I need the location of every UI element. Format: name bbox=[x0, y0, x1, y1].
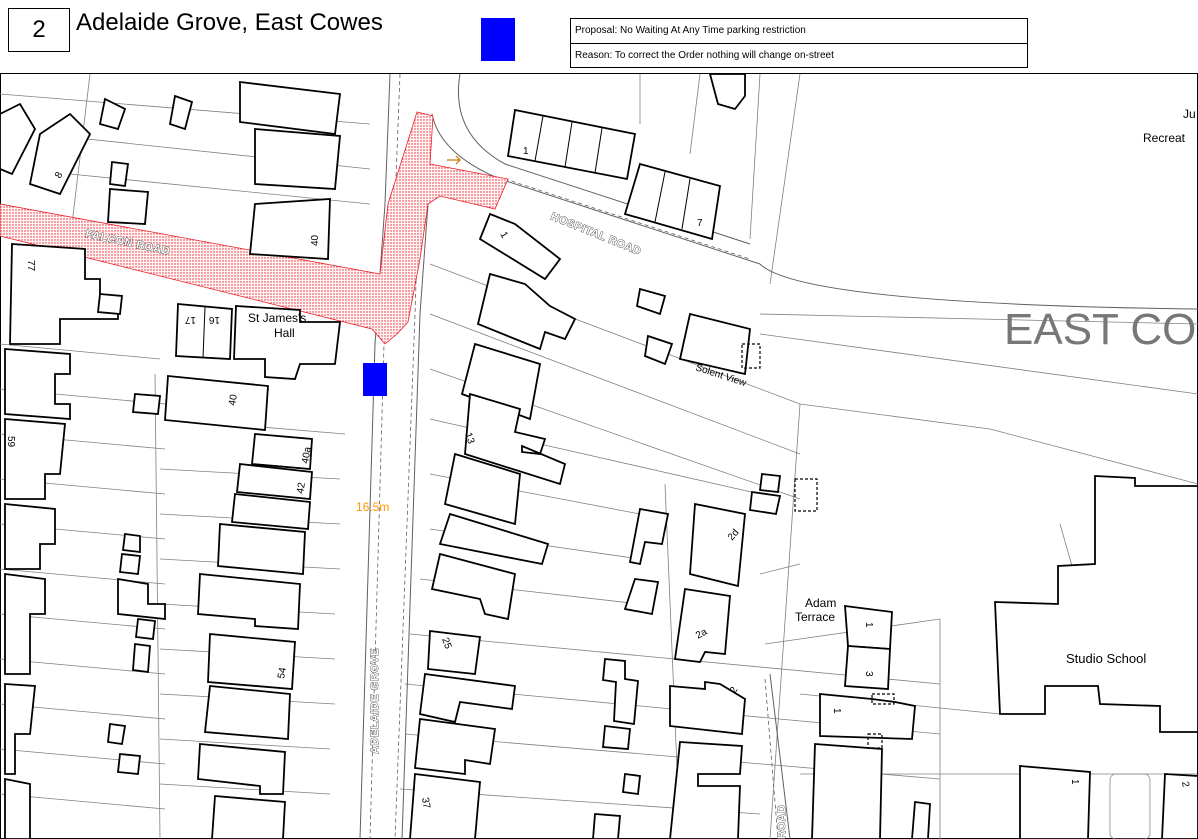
house-number: 1 bbox=[831, 708, 842, 714]
st-james-hall-label: St James's bbox=[248, 311, 306, 325]
dashed-edges bbox=[369, 74, 779, 839]
proposal-text: Proposal: No Waiting At Any Time parking… bbox=[575, 25, 806, 36]
house-number: 3 bbox=[863, 671, 874, 677]
house-number: 59 bbox=[5, 436, 16, 448]
header-bar: 2 Adelaide Grove, East Cowes Proposal: N… bbox=[0, 0, 1198, 74]
hospital-road-label: HOSPITAL ROAD bbox=[549, 211, 643, 258]
direction-arrow-icon bbox=[447, 155, 461, 165]
house-number: 40 bbox=[227, 393, 240, 406]
legend-swatch bbox=[481, 18, 515, 61]
dashed-structures bbox=[741, 343, 895, 749]
sports-court bbox=[1109, 773, 1151, 839]
info-box: Proposal: No Waiting At Any Time parking… bbox=[570, 18, 1028, 68]
reason-text: Reason: To correct the Order nothing wil… bbox=[571, 43, 1027, 67]
house-number: 54 bbox=[276, 666, 289, 679]
plot-boundaries bbox=[0, 74, 1198, 839]
adelaide-grove-label: ADELAIDE GROVE bbox=[369, 648, 381, 754]
map-number-box: 2 bbox=[8, 8, 70, 52]
road-partial-label: ROAD bbox=[776, 805, 788, 839]
map-view[interactable]: FALCON ROAD HOSPITAL ROAD ADELAIDE GROVE… bbox=[0, 74, 1198, 839]
restriction-box[interactable] bbox=[363, 363, 387, 396]
buildings bbox=[0, 74, 1198, 839]
house-number: 1 bbox=[1069, 779, 1080, 785]
house-number: 7 bbox=[697, 218, 703, 229]
adam-terrace-label: Adam bbox=[805, 596, 836, 610]
map-number: 2 bbox=[32, 16, 46, 43]
house-number: 16 bbox=[208, 314, 220, 325]
studio-school-label: Studio School bbox=[1066, 651, 1146, 666]
page-title: Adelaide Grove, East Cowes bbox=[76, 9, 383, 36]
house-number: 2 bbox=[1179, 781, 1191, 789]
house-number: 40 bbox=[310, 234, 321, 246]
st-james-hall-label-2: Hall bbox=[274, 326, 295, 340]
recreation-label-2: Recreat bbox=[1143, 131, 1186, 145]
house-number: 77 bbox=[25, 260, 36, 272]
measurement-label: 16.5m bbox=[356, 500, 389, 514]
house-number: 40a bbox=[300, 446, 314, 465]
house-number: 2 bbox=[728, 685, 741, 696]
map-canvas[interactable]: FALCON ROAD HOSPITAL ROAD ADELAIDE GROVE… bbox=[0, 74, 1198, 839]
house-number: 8 bbox=[53, 170, 66, 181]
recreation-label-1: Ju bbox=[1183, 107, 1196, 121]
house-numbers: 1 7 8 40 77 1 17 16 40 13 59 40a 42 2d 2… bbox=[5, 146, 1191, 810]
house-number: 2a bbox=[694, 626, 710, 641]
house-number: 2d bbox=[726, 527, 742, 543]
house-number: 42 bbox=[295, 481, 308, 494]
road-edges bbox=[0, 74, 1198, 839]
house-number: 25 bbox=[439, 636, 453, 651]
house-number: 37 bbox=[419, 797, 432, 810]
house-number: 1 bbox=[497, 230, 510, 241]
restriction-hatch bbox=[0, 111, 509, 345]
adam-terrace-label-2: Terrace bbox=[795, 610, 835, 624]
party-walls bbox=[202, 115, 691, 359]
house-number: 1 bbox=[863, 622, 874, 628]
east-cowes-label: EAST CO bbox=[1004, 305, 1196, 354]
house-number: 17 bbox=[184, 314, 196, 325]
house-number: 13 bbox=[462, 431, 476, 446]
house-number: 1 bbox=[523, 146, 529, 157]
